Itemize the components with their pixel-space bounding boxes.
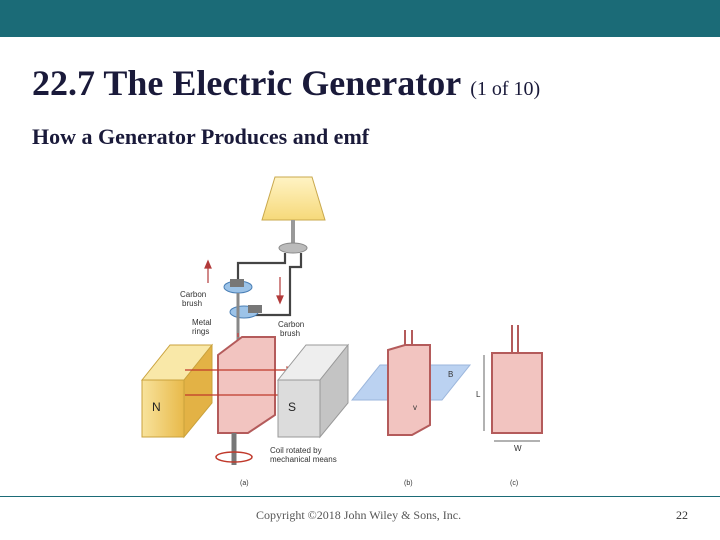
panel-c-label: (c) xyxy=(510,480,518,487)
label-length-c: L xyxy=(476,390,481,399)
slide-subtitle: How a Generator Produces and emf xyxy=(32,124,370,149)
generator-figure: Carbon brush Metal rings Carbon brush N … xyxy=(140,176,543,487)
lamp xyxy=(261,176,326,254)
copyright-text: Copyright ©2018 John Wiley & Sons, Inc. xyxy=(256,508,462,522)
slide-title-part: (1 of 10) xyxy=(470,78,541,100)
label-carbon-brush-left-1: Carbon xyxy=(180,290,206,299)
label-carbon-brush-right-2: brush xyxy=(280,329,300,338)
magnet-north xyxy=(140,343,214,439)
coil-a xyxy=(215,333,276,465)
footer-divider xyxy=(0,496,720,497)
coil-c xyxy=(483,325,543,442)
label-carbon-brush-left-2: brush xyxy=(182,299,202,308)
current-arrows-top xyxy=(204,259,284,305)
label-carbon-brush-right-1: Carbon xyxy=(278,320,304,329)
label-coil-2: mechanical means xyxy=(270,455,337,464)
label-coil-1: Coil rotated by xyxy=(270,446,322,455)
panel-b-label: (b) xyxy=(404,480,413,487)
magnet-south xyxy=(276,343,350,439)
label-field-b: B xyxy=(448,370,453,379)
slide-title: 22.7 The Electric Generator (1 of 10) xyxy=(32,62,540,104)
page-number: 22 xyxy=(676,508,688,522)
label-metal-rings-1: Metal xyxy=(192,318,212,327)
label-south: S xyxy=(288,400,296,414)
slide-title-main: 22.7 The Electric Generator xyxy=(32,63,462,103)
coil-b xyxy=(350,330,472,436)
label-metal-rings-2: rings xyxy=(192,327,209,336)
header-bar xyxy=(0,0,720,37)
wires xyxy=(236,253,303,317)
label-width-c: W xyxy=(514,444,522,453)
label-velocity-b: v xyxy=(413,403,417,412)
metal-rings xyxy=(223,279,262,340)
label-north: N xyxy=(152,400,161,414)
panel-a-label: (a) xyxy=(240,480,249,487)
